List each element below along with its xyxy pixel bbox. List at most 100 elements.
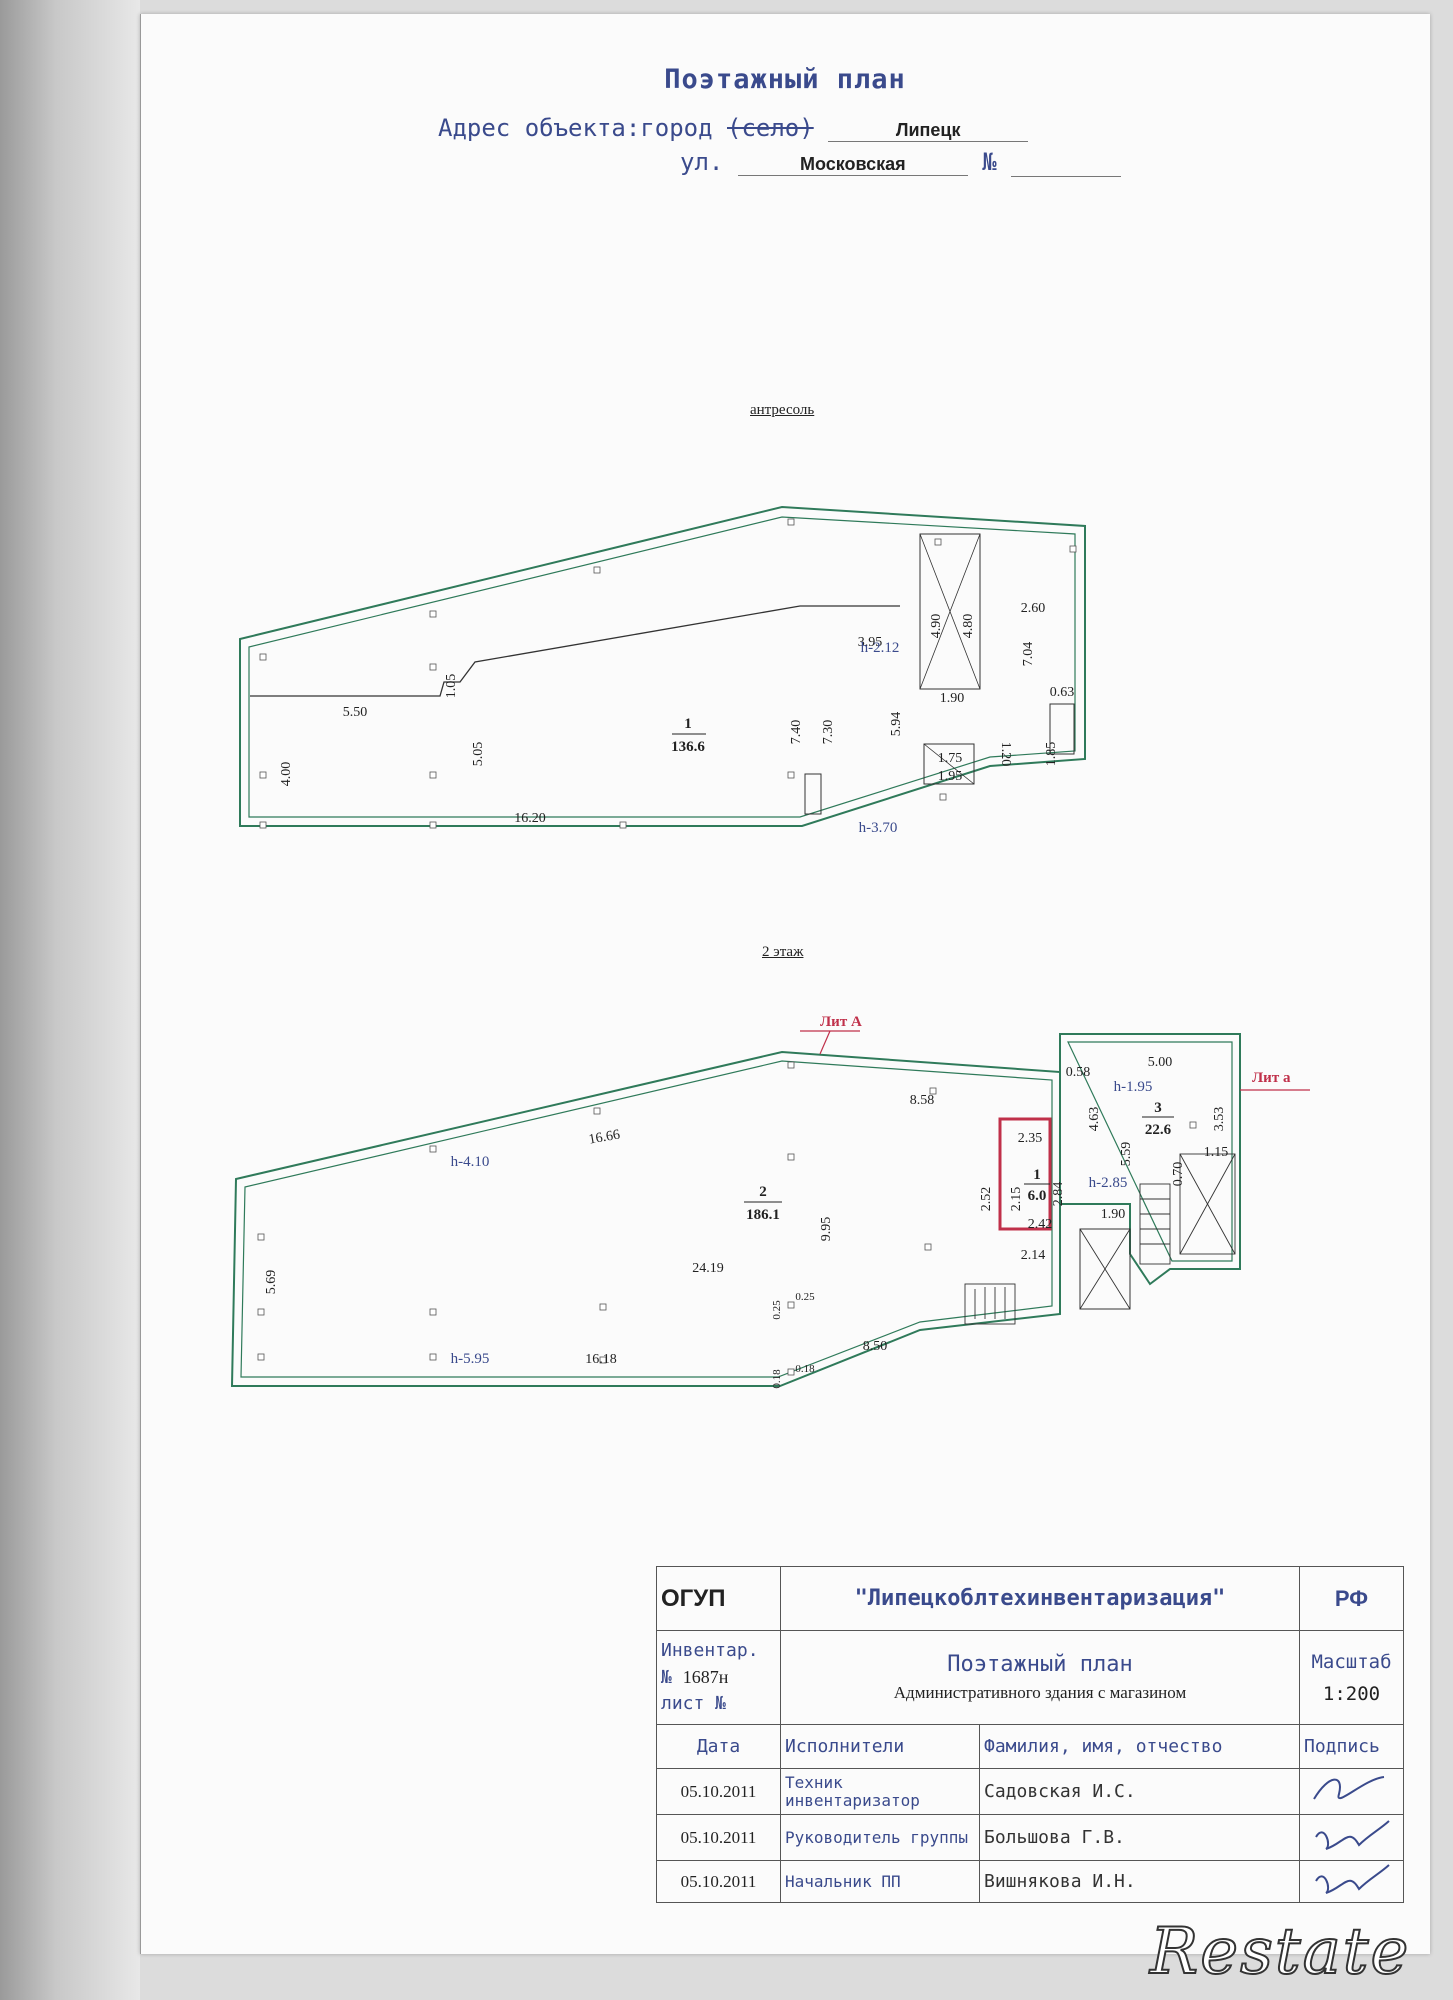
room1-area: 6.0 xyxy=(1028,1188,1047,1204)
floor2-dim: 5.59 xyxy=(1119,1142,1134,1167)
mezz-room-number: 1 xyxy=(684,716,692,732)
col-performers: Исполнители xyxy=(780,1724,980,1769)
floor2-height: h-2.85 xyxy=(1089,1175,1128,1191)
lit-a-label: Лит а xyxy=(1252,1070,1291,1086)
floor2-dim: 0.58 xyxy=(1066,1065,1091,1080)
mezz-dim: 1.85 xyxy=(1044,742,1059,767)
row-date: 05.10.2011 xyxy=(656,1768,781,1815)
row-role: Техник инвентаризатор xyxy=(780,1768,980,1815)
mezz-dim: 5.94 xyxy=(889,712,904,737)
table-row: 05.10.2011 Техник инвентаризатор Садовск… xyxy=(656,1768,1404,1815)
row-name: Садовская И.С. xyxy=(979,1768,1300,1815)
room2-area: 186.1 xyxy=(746,1207,780,1223)
mezzanine-plan: 5.50 1.05 5.05 4.00 16.20 7.40 7.30 5.94… xyxy=(239,505,1086,836)
row-role: Начальник ПП xyxy=(780,1860,980,1903)
floor2-dim: 8.50 xyxy=(863,1339,888,1354)
signature-mark xyxy=(1313,1776,1385,1800)
col-name: Фамилия, имя, отчество xyxy=(979,1724,1300,1769)
signature-cell xyxy=(1299,1814,1404,1861)
scale-label: Масштаб xyxy=(1311,1650,1392,1673)
floor2-dim: 2.84 xyxy=(1051,1182,1066,1207)
floor2-dim: 2.15 xyxy=(1009,1187,1024,1212)
inventory-cell: Инвентар. № 1687н лист № xyxy=(656,1630,781,1725)
restate-watermark: Restate xyxy=(1149,1914,1411,1990)
scale-cell: Масштаб 1:200 xyxy=(1299,1630,1404,1725)
mezz-dim: 1.95 xyxy=(938,769,963,784)
org-short: ОГУП xyxy=(656,1566,781,1631)
room1-number: 1 xyxy=(1033,1167,1041,1183)
mezz-dim: 7.40 xyxy=(789,720,804,745)
mezz-dim: 5.05 xyxy=(471,742,486,767)
floor2-height: h-5.95 xyxy=(451,1351,490,1367)
mezz-dim: 1.20 xyxy=(998,742,1013,767)
floor2-plan: 16.66 8.58 0.58 5.00 5.69 24.19 9.95 16.… xyxy=(230,1014,1310,1389)
mezz-dim: 4.00 xyxy=(279,762,294,787)
address-line: Адрес объекта:город (село) Липецк xyxy=(438,114,1029,142)
number-sign: № xyxy=(982,148,997,176)
mezz-dim: 5.50 xyxy=(343,705,368,720)
signature-cell xyxy=(1299,1860,1404,1903)
org-full: "Липецкоблтехинвентаризация" xyxy=(780,1566,1300,1631)
floor2-dim: 9.95 xyxy=(819,1217,834,1242)
address-prefix: Адрес объекта:город xyxy=(438,114,713,142)
mezz-dim: 1.75 xyxy=(938,751,963,766)
mezz-dim: 3.95 xyxy=(858,635,883,650)
mezz-dim: 7.04 xyxy=(1021,642,1036,667)
floor2-dim: 24.19 xyxy=(692,1261,724,1276)
row-name: Вишнякова И.Н. xyxy=(979,1860,1300,1903)
floor2-dim: 5.69 xyxy=(264,1270,279,1295)
mezzanine-label: антресоль xyxy=(750,402,815,418)
row-role: Руководитель группы xyxy=(780,1814,980,1861)
mezz-dim: 4.80 xyxy=(961,614,976,639)
doc-subtitle: Административного здания с магазином xyxy=(893,1683,1187,1702)
title-block: ОГУП "Липецкоблтехинвентаризация" РФ Инв… xyxy=(656,1566,1404,1903)
col-signature: Подпись xyxy=(1299,1724,1404,1769)
room2-number: 2 xyxy=(759,1184,767,1200)
floor2-dim: 2.14 xyxy=(1021,1248,1046,1263)
mezz-dim: 0.63 xyxy=(1050,685,1075,700)
floor2-dim: 5.00 xyxy=(1148,1055,1173,1070)
row-date: 05.10.2011 xyxy=(656,1814,781,1861)
floor2-dim: 0.18 xyxy=(795,1363,815,1375)
floor2-dim: 2.42 xyxy=(1028,1217,1053,1232)
street-prefix: ул. xyxy=(680,148,724,176)
doc-title-cell: Поэтажный план Административного здания … xyxy=(780,1630,1300,1725)
mezz-dim: 7.30 xyxy=(821,720,836,745)
table-row: 05.10.2011 Начальник ПП Вишнякова И.Н. xyxy=(656,1860,1404,1903)
floor2-dim: 0.18 xyxy=(771,1369,783,1389)
country: РФ xyxy=(1299,1566,1404,1631)
sheet-frame xyxy=(140,14,1431,1954)
row-date: 05.10.2011 xyxy=(656,1860,781,1903)
floor2-height: h-1.95 xyxy=(1114,1079,1153,1095)
mezz-room-area: 136.6 xyxy=(671,739,705,755)
floor2-dim: 1.15 xyxy=(1204,1145,1229,1160)
mezz-dim: 16.20 xyxy=(514,811,546,826)
floor2-dim: 2.52 xyxy=(979,1187,994,1212)
inventory-number: 1687н xyxy=(682,1667,729,1687)
floor2-height: h-4.10 xyxy=(451,1154,490,1170)
page-title: Поэтажный план xyxy=(664,64,906,95)
floor2-dim: 4.63 xyxy=(1087,1107,1102,1132)
table-row: 05.10.2011 Руководитель группы Большова … xyxy=(656,1814,1404,1861)
floor2-label: 2 этаж xyxy=(762,944,804,960)
mezz-height: h-2.12 xyxy=(861,640,900,656)
inventory-no-sign: № xyxy=(661,1667,672,1688)
floor2-dim: 0.25 xyxy=(771,1300,783,1320)
sheet-label: лист № xyxy=(661,1693,727,1714)
signature-mark xyxy=(1315,1864,1390,1894)
mezz-dim: 2.60 xyxy=(1021,601,1046,616)
mezz-dim: 1.90 xyxy=(940,691,965,706)
binding-spine xyxy=(0,0,140,2000)
floor2-dim: 0.25 xyxy=(795,1291,815,1303)
lit-A-label: Лит А xyxy=(820,1014,862,1030)
floor2-dim: 2.35 xyxy=(1018,1131,1043,1146)
city-value: Липецк xyxy=(828,120,1029,142)
floor2-dim: 8.58 xyxy=(910,1093,935,1108)
inventory-label: Инвентар. xyxy=(661,1640,759,1661)
floor2-dim: 1.90 xyxy=(1101,1207,1126,1222)
floor2-dim: 0.70 xyxy=(1171,1162,1186,1187)
signature-mark xyxy=(1315,1820,1390,1850)
address-struck-word: (село) xyxy=(727,114,814,142)
scale-value: 1:200 xyxy=(1322,1682,1381,1705)
signature-cell xyxy=(1299,1768,1404,1815)
